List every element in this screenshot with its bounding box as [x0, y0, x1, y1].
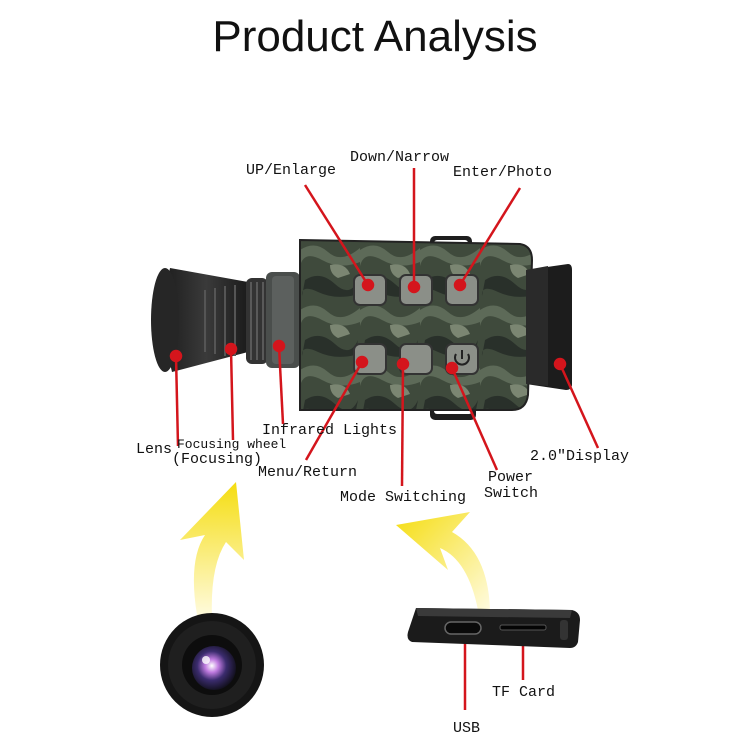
display-hood — [526, 264, 572, 390]
pointer-lines — [169, 168, 600, 710]
focusing-wheel — [246, 278, 268, 364]
infrared-lights — [266, 272, 300, 368]
usb-port — [444, 621, 482, 635]
label-infrared-lights: Infrared Lights — [262, 422, 398, 439]
label-power: Power — [488, 469, 534, 486]
label-focusing: (Focusing) — [172, 451, 263, 468]
label-mode-switching: Mode Switching — [340, 489, 467, 506]
lens-eyecup — [151, 268, 248, 372]
power-icon — [454, 350, 470, 366]
page-title: Product Analysis — [212, 12, 538, 61]
label-down-narrow: Down/Narrow — [350, 149, 450, 166]
label-up-enlarge: UP/Enlarge — [246, 162, 337, 179]
label-usb: USB — [453, 720, 481, 737]
label-switch: Switch — [484, 485, 539, 502]
label-lens: Lens — [136, 441, 173, 458]
label-display: 2.0"Display — [530, 448, 630, 465]
device-body — [299, 238, 534, 411]
label-tf-card: TF Card — [492, 684, 556, 701]
yellow-arrow-left — [180, 482, 244, 618]
yellow-arrow-right — [396, 512, 490, 610]
label-menu-return: Menu/Return — [258, 464, 358, 481]
tf-card-slot — [499, 624, 547, 631]
lens-closeup — [160, 613, 264, 717]
label-enter-photo: Enter/Photo — [453, 164, 553, 181]
port-side-closeup — [407, 608, 580, 648]
label-focusing-wheel: Focusing wheel — [177, 437, 287, 452]
